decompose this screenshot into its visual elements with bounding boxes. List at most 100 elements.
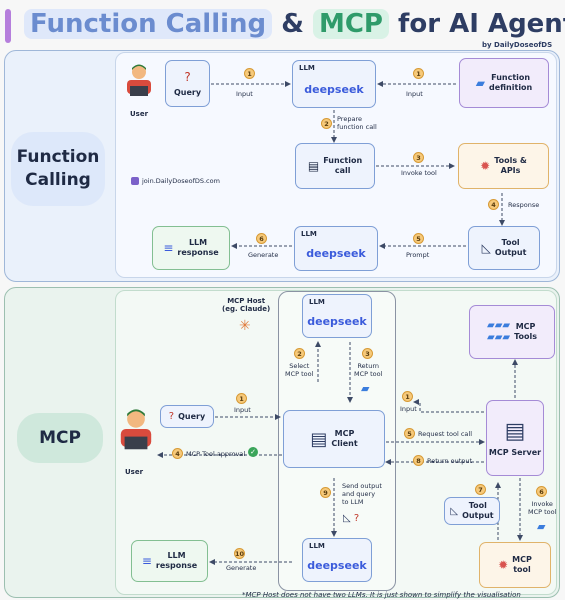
- fc-step-5: 5: [413, 233, 424, 244]
- user-icon: [127, 64, 151, 96]
- mcp-step-4: 4: [172, 448, 183, 459]
- title-mcp: MCP: [312, 9, 389, 39]
- mcp-input-a-text: Input: [234, 406, 251, 414]
- function-definition-label: Function definition: [488, 73, 533, 92]
- mcp-llm-tag-bottom: LLM: [309, 542, 325, 550]
- credit-text: by DailyDoseofDS: [482, 41, 553, 49]
- fc-tool-output-box: ◺ Tool Output: [468, 226, 540, 270]
- mcp-step-2: 2: [294, 348, 305, 359]
- mcp-tool-output-box: ◺ Tool Output: [444, 497, 500, 525]
- footnote: *MCP Host does not have two LLMs. It is …: [242, 591, 521, 599]
- fc-response-text: Response: [508, 201, 540, 209]
- mcp-input-b-text: Input: [400, 405, 417, 413]
- mcp-user-label: User: [125, 468, 144, 476]
- mcp-step-7: 7: [475, 484, 486, 495]
- mcp-generate-text: Generate: [226, 564, 257, 572]
- fc-step-1b: 1: [413, 68, 424, 79]
- folder-icon-invoke: ▰: [537, 520, 546, 533]
- mcp-tools-label: MCP Tools: [514, 322, 537, 341]
- fc-llm-response-box: ≡ LLM response: [152, 226, 230, 270]
- mcp-user-avatar: [117, 404, 155, 454]
- user-icon-mcp: [120, 409, 152, 450]
- fc-generate-text: Generate: [248, 251, 279, 259]
- fc-input-a-text: Input: [236, 90, 253, 98]
- fc-step-1a: 1: [244, 68, 255, 79]
- fc-llm-response-label: LLM response: [177, 238, 219, 257]
- mcp-label: MCP: [17, 413, 103, 463]
- cloud-gear-icon: ✹: [480, 159, 491, 173]
- mcp-query-label: Query: [178, 411, 206, 421]
- mcp-return-tool-text: Return MCP tool: [354, 362, 383, 378]
- fc-input-b-text: Input: [406, 90, 423, 98]
- tools-apis-box: ✹ Tools & APIs: [458, 143, 549, 189]
- mcp-client-label: MCP Client: [331, 429, 358, 448]
- folder-icon-grid: ▰▰▰▰▰▰: [487, 320, 511, 343]
- deepseek-logo: deepseek: [304, 82, 364, 96]
- mcp-tool-output-label: Tool Output: [462, 501, 494, 520]
- check-icon: ✓: [248, 447, 258, 457]
- mcp-step-9: 9: [320, 487, 331, 498]
- fc-user-label: User: [130, 110, 149, 118]
- mcp-approval-text: MCP Tool approval: [186, 450, 246, 458]
- page-title: Function Calling & MCP for AI Agents: [24, 9, 565, 39]
- mcp-tool-box: ✹ MCP tool: [479, 542, 551, 588]
- fc-invoke-text: Invoke tool: [401, 169, 437, 177]
- chart-icon: ◺: [481, 241, 491, 255]
- folder-icon: ▰: [475, 76, 485, 90]
- folder-gear-icon: ▰: [361, 382, 370, 395]
- newsletter-icon: [131, 177, 139, 185]
- mcp-step-5: 5: [404, 428, 415, 439]
- function-calling-label: Function Calling: [11, 132, 105, 206]
- mcp-invoke-text: Invoke MCP tool: [528, 500, 557, 516]
- question-icon: ?: [184, 69, 191, 84]
- document-icon: ≡: [163, 241, 174, 255]
- fc-prompt-text: Prompt: [406, 251, 430, 259]
- server-icon-client: ▤: [310, 428, 328, 450]
- mcp-step-1a: 1: [236, 393, 247, 404]
- mcp-host-label: MCP Host (eg. Claude): [222, 297, 271, 313]
- function-call-box: ▤ Function call: [295, 143, 375, 189]
- mcp-server-label: MCP Server: [488, 447, 542, 457]
- mcp-query-box: ? Query: [160, 405, 214, 428]
- mcp-step-1b: 1: [402, 391, 413, 402]
- mcp-deepseek-logo-bottom: deepseek: [307, 558, 367, 572]
- title-accent-bar: [5, 9, 11, 43]
- mcp-llm-tag: LLM: [309, 298, 325, 306]
- mcp-step-8: 8: [413, 455, 424, 466]
- function-definition-box: ▰ Function definition: [459, 58, 549, 108]
- fc-llm-tag: LLM: [299, 64, 315, 72]
- fc-query-box: ? Query: [165, 60, 210, 107]
- join-link[interactable]: join.DailyDoseofDS.com: [131, 177, 220, 185]
- mcp-request-text: Request tool call: [418, 430, 473, 438]
- title-bar: Function Calling & MCP for AI Agents by …: [2, 3, 565, 49]
- mcp-llm-top: LLM deepseek: [302, 294, 372, 338]
- fc-step-6: 6: [256, 233, 267, 244]
- prompt-icon: ◺ ?: [343, 513, 360, 524]
- mcp-select-text: Select MCP tool: [285, 362, 314, 378]
- mcp-llm-bottom: LLM deepseek: [302, 538, 372, 582]
- fc-llm-top: LLM deepseek: [292, 60, 376, 108]
- code-icon: ▤: [307, 159, 320, 173]
- chart-icon-mcp: ◺: [450, 505, 459, 517]
- mcp-client-box: ▤ MCP Client: [283, 410, 385, 468]
- join-link-text: join.DailyDoseofDS.com: [142, 177, 220, 185]
- tools-apis-label: Tools & APIs: [494, 156, 527, 175]
- mcp-send-output-text: Send output and query to LLM: [342, 482, 382, 506]
- fc-llm-bottom: LLM deepseek: [294, 226, 378, 271]
- question-icon-mcp: ?: [168, 411, 175, 422]
- server-icon: ▤: [504, 418, 526, 444]
- fc-tool-output-label: Tool Output: [494, 238, 527, 257]
- cloud-gear-icon-mcp: ✹: [498, 558, 509, 572]
- mcp-return-output-text: Return output: [427, 457, 473, 465]
- mcp-server-box: ▤ MCP Server: [486, 400, 544, 476]
- title-ampersand: &: [281, 9, 304, 39]
- document-icon-mcp: ≡: [141, 554, 152, 568]
- fc-llm-tag-bottom: LLM: [301, 230, 317, 238]
- fc-step-3: 3: [413, 152, 424, 163]
- fc-user-avatar: [124, 62, 154, 98]
- fc-prepare-text: Prepare function call: [337, 115, 377, 131]
- deepseek-logo-bottom: deepseek: [306, 247, 366, 260]
- mcp-deepseek-logo: deepseek: [307, 314, 367, 328]
- title-for-ai-agents: for AI Agents: [398, 9, 565, 39]
- fc-query-label: Query: [173, 87, 202, 97]
